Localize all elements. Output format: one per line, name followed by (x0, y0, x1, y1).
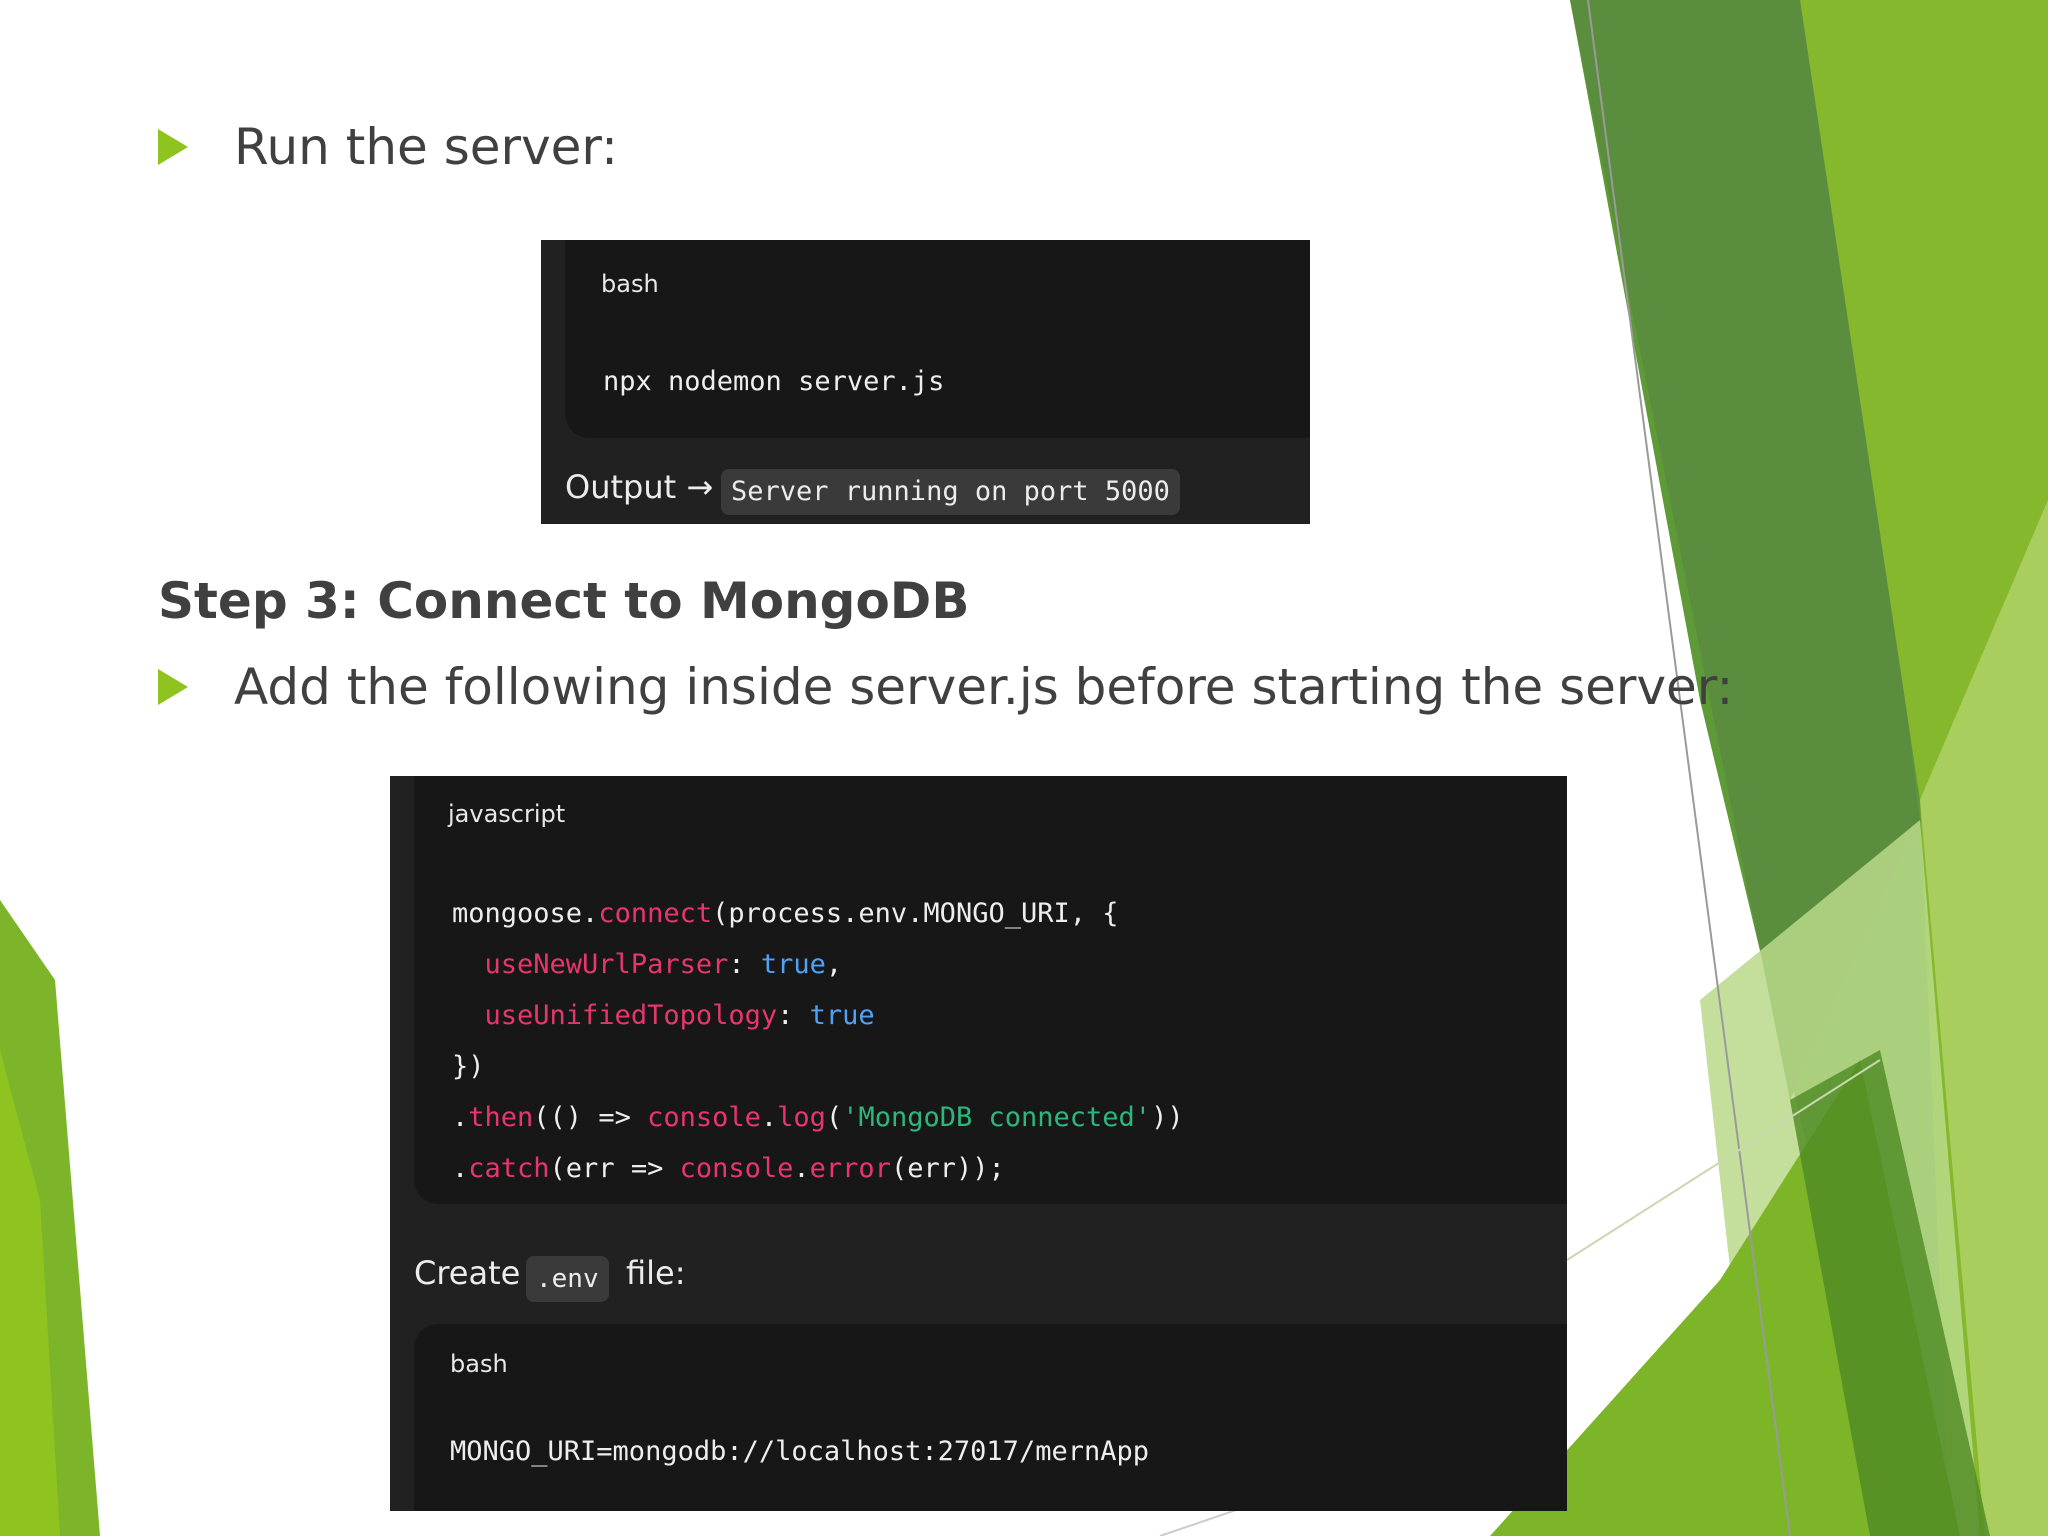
code-language-label: bash (601, 270, 659, 298)
code-token: useUnifiedTopology (484, 1000, 778, 1031)
code-block-javascript (414, 776, 1567, 1204)
bullet-text: Add the following inside server.js befor… (234, 658, 1734, 716)
code-token: useNewUrlParser (484, 949, 729, 980)
step-heading: Step 3: Connect to MongoDB (158, 572, 970, 630)
code-token: console (679, 1153, 794, 1184)
code-screenshot-run-server: bash npx nodemon server.js Output → Serv… (541, 240, 1310, 524)
code-token: log (777, 1102, 826, 1133)
bullet-triangle-icon (158, 129, 188, 165)
code-token: : (728, 949, 761, 980)
code-token: . (452, 1153, 469, 1184)
bullet-run-server: Run the server: (158, 118, 618, 176)
bullet-text: Run the server: (234, 118, 618, 176)
code-token: error (809, 1153, 891, 1184)
code-token: then (468, 1102, 534, 1133)
code-token: mongoose. (452, 898, 599, 929)
code-line: npx nodemon server.js (603, 366, 945, 397)
env-file-name: .env (526, 1256, 609, 1302)
code-token: (err)); (890, 1153, 1005, 1184)
code-token: . (760, 1102, 778, 1133)
code-screenshot-mongodb: javascript mongoose.connect(process.env.… (390, 776, 1567, 1511)
code-language-label: bash (450, 1350, 508, 1378)
code-line-env: MONGO_URI=mongodb://localhost:27017/mern… (450, 1436, 1149, 1467)
code-block (565, 240, 1310, 438)
output-value: Server running on port 5000 (721, 469, 1180, 515)
env-create-label: Create (414, 1254, 521, 1292)
code-token: }) (452, 1051, 485, 1082)
env-file-label: file: (626, 1254, 686, 1292)
code-block-env (414, 1324, 1567, 1511)
code-token: , (825, 949, 843, 980)
output-label: Output → (565, 468, 714, 506)
code-token: : (777, 1000, 810, 1031)
bullet-add-following: Add the following inside server.js befor… (158, 658, 1733, 716)
code-token: (process.env.MONGO_URI, { (712, 898, 1119, 929)
code-token: true (760, 949, 826, 980)
code-token: (err => (549, 1153, 680, 1184)
code-javascript: mongoose.connect(process.env.MONGO_URI, … (452, 888, 1184, 1194)
code-token: catch (468, 1153, 550, 1184)
code-language-label: javascript (448, 800, 566, 828)
bullet-triangle-icon (158, 669, 188, 705)
code-token: connect (598, 898, 713, 929)
code-token: true (809, 1000, 875, 1031)
code-token: . (452, 1102, 469, 1133)
code-token: )) (1151, 1102, 1184, 1133)
code-token: ( (825, 1102, 843, 1133)
code-token: console (647, 1102, 761, 1133)
code-token: . (793, 1153, 810, 1184)
code-token: (() => (533, 1102, 648, 1133)
code-token: 'MongoDB connected' (842, 1102, 1152, 1133)
